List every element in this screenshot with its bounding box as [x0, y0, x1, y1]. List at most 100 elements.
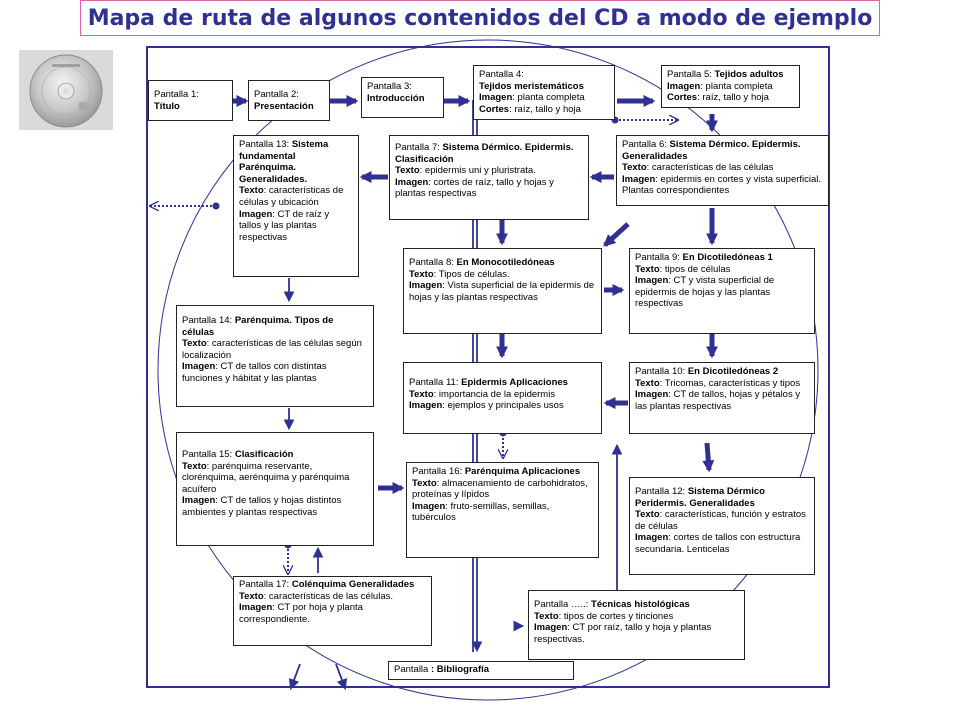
screen-line: Imagen: Vista superficial de la epidermi…	[409, 280, 596, 303]
line-plain: : cortes de tallos con estructura secund…	[635, 532, 801, 555]
line-bold: Texto	[239, 590, 264, 602]
screen-line: Pantalla 10: En Dicotiledóneas 2	[635, 366, 809, 378]
screen-line: Pantalla 13: Sistema fundamental Parénqu…	[239, 139, 353, 185]
line-plain: Pantalla 8:	[409, 257, 457, 268]
line-bold: Colénquima Generalidades	[291, 579, 415, 590]
title-text: Mapa de ruta de algunos contenidos del C…	[87, 5, 873, 31]
line-bold: Sistema fundamental Parénquima. Generali…	[239, 139, 329, 185]
screen-line: Texto: tipos de células	[635, 264, 809, 276]
line-bold: Texto	[182, 460, 207, 472]
line-bold: Tejidos adultos	[714, 69, 784, 80]
line-plain: Pantalla 6:	[622, 139, 670, 150]
screen-line: Texto: almacenamiento de carbohidratos, …	[412, 478, 593, 501]
line-bold: Introducción	[367, 92, 425, 104]
line-bold: Imagen	[667, 80, 701, 92]
screen-line: Imagen: CT y vista superficial de epider…	[635, 275, 809, 310]
screen-line: Pantalla 6: Sistema Dérmico. Epidermis. …	[622, 139, 823, 162]
line-bold: Presentación	[254, 100, 314, 112]
screen-line: Cortes: raíz, tallo y hoja	[667, 92, 794, 104]
screen-line: Pantalla 8: En Monocotiledóneas	[409, 257, 596, 269]
line-bold: Imagen	[635, 275, 669, 287]
line-plain: : tipos de cortes y tinciones	[558, 610, 674, 622]
screen-line: Tejidos meristemáticos	[479, 81, 609, 93]
line-plain: : características de las células.	[263, 590, 393, 602]
screen-line: Presentación	[254, 101, 324, 113]
line-plain: : ejemplos y principales usos	[442, 400, 564, 412]
line-plain: Pantalla 12:	[635, 486, 688, 497]
line-bold: Texto	[409, 268, 434, 280]
screen-line: Pantalla 3:	[367, 81, 438, 93]
line-bold: Imagen	[239, 208, 273, 220]
line-plain: : parénquima reservante, clorénquima, ae…	[182, 460, 350, 495]
screen-line: Texto: importancia de la epidermis	[409, 389, 596, 401]
line-bold: En Monocotiledóneas	[456, 257, 555, 268]
line-bold: Imagen	[479, 92, 513, 104]
screen-line: Imagen: planta completa	[479, 92, 609, 104]
screen-p2: Pantalla 2:Presentación	[248, 80, 330, 121]
arrow-exit-right	[335, 663, 348, 691]
line-bold: Sistema Dérmico. Epidermis. Clasificació…	[395, 142, 574, 165]
line-bold: Imagen	[635, 532, 669, 544]
screen-line: Pantalla 5: Tejidos adultos	[667, 69, 794, 81]
screen-line: Imagen: CT de raíz y tallos y las planta…	[239, 209, 353, 244]
screen-line: Pantalla …..: Técnicas histológicas	[534, 599, 739, 611]
line-plain: : CT de tallos y hojas distintos ambient…	[182, 495, 342, 518]
line-bold: Clasificación	[234, 449, 294, 460]
line-bold: Texto	[635, 263, 660, 275]
screen-p14: Pantalla 14: Parénquima. Tipos de célula…	[176, 305, 374, 407]
screen-line: Pantalla 2:	[254, 89, 324, 101]
screen-p1: Pantalla 1:Título	[148, 80, 233, 121]
screen-line: Texto: Tipos de células.	[409, 269, 596, 281]
line-plain: : CT y vista superficial de epidermis de…	[635, 275, 775, 310]
line-bold: Imagen	[534, 622, 568, 634]
line-bold: Técnicas histológicas	[591, 599, 690, 610]
screen-p3: Pantalla 3:Introducción	[361, 77, 444, 118]
screen-line: Texto: Tricomas, características y tipos	[635, 378, 809, 390]
line-plain: Pantalla 11:	[409, 377, 462, 388]
cd-disc-icon	[29, 54, 103, 128]
line-bold: Imagen	[622, 173, 656, 185]
line-plain: Pantalla 1:	[154, 89, 199, 100]
line-plain: : Tipos de células.	[433, 268, 510, 280]
screen-line: Introducción	[367, 93, 438, 105]
arrow-p10-p12	[702, 442, 715, 473]
screen-line: Imagen: ejemplos y principales usos	[409, 400, 596, 412]
line-bold: Sistema Dérmico Peridermis. Generalidade…	[635, 486, 765, 509]
line-plain: Pantalla 10:	[635, 366, 688, 377]
line-bold: Imagen	[635, 389, 669, 401]
line-plain: Pantalla 15:	[182, 449, 235, 460]
screen-p7: Pantalla 7: Sistema Dérmico. Epidermis. …	[389, 135, 589, 220]
screen-line: Cortes: raíz, tallo y hoja	[479, 104, 609, 116]
screen-line: Texto: parénquima reservante, clorénquim…	[182, 461, 368, 496]
line-plain: Pantalla 14:	[182, 315, 235, 326]
line-plain: Pantalla …..:	[534, 599, 592, 610]
line-plain: : cortes de raíz, tallo y hojas y planta…	[395, 176, 554, 200]
line-bold: Imagen	[395, 176, 429, 188]
screen-line: Pantalla : Bibliografía	[394, 664, 568, 676]
screen-line: Pantalla 14: Parénquima. Tipos de célula…	[182, 315, 368, 338]
line-plain: : epidermis en cortes y vista superficia…	[622, 173, 822, 197]
line-plain: : Vista superficial de la epidermis de h…	[409, 280, 595, 303]
line-bold: En Dicotiledóneas 1	[682, 252, 773, 263]
arrow-p6-p8	[603, 222, 630, 247]
line-bold: Texto	[534, 610, 559, 622]
line-bold: En Dicotiledóneas 2	[687, 366, 779, 377]
line-plain: : almacenamiento de carbohidratos, prote…	[412, 477, 588, 501]
screen-p6: Pantalla 6: Sistema Dérmico. Epidermis. …	[616, 135, 829, 206]
line-plain: : planta completa	[700, 80, 773, 92]
line-bold: Imagen	[182, 361, 216, 373]
line-bold: Texto	[635, 377, 660, 389]
line-bold: Sistema Dérmico. Epidermis. Generalidade…	[622, 139, 801, 162]
line-plain: Pantalla 5:	[667, 69, 715, 80]
screen-line: Imagen: CT por hoja y planta correspondi…	[239, 602, 426, 625]
line-bold: Imagen	[182, 495, 216, 507]
line-bold: Título	[154, 100, 180, 112]
screen-line: Pantalla 7: Sistema Dérmico. Epidermis. …	[395, 142, 583, 165]
line-bold: Texto	[622, 162, 647, 174]
screen-line: Imagen: epidermis en cortes y vista supe…	[622, 174, 823, 197]
